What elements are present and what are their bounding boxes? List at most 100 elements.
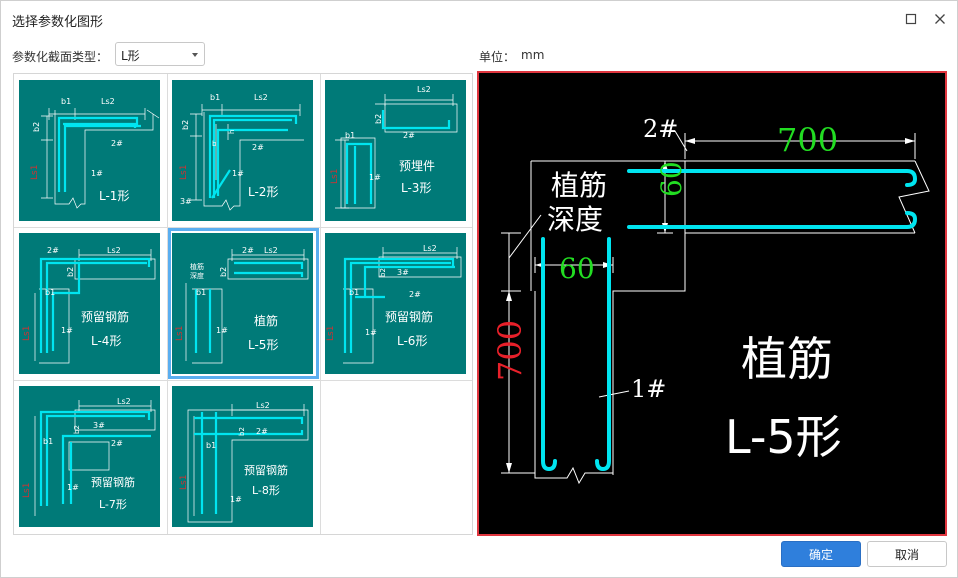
shape-thumbnail: b1 Ls2 b2 Ls1 2# 1# L-1形 [19,80,160,221]
preview-depth-label-line2: 深度 [547,203,603,236]
shape-item-l-2[interactable]: b1 Ls2 b2 Ls1 h b 2# 1# 3# L-2形 [167,74,320,227]
label-b1: b1 [61,97,71,106]
preview-dim-top: 700 [777,121,838,159]
label-b2: b2 [219,267,228,277]
shape-name: L-3形 [401,181,431,195]
label-bar3: 3# [397,268,409,277]
section-type-label: 参数化截面类型： [12,50,109,64]
label-ls2: Ls2 [417,85,431,94]
label-bar1: 1# [67,483,79,492]
label-b1: b1 [45,288,55,297]
label-ls1: Ls1 [179,165,189,180]
unit-label: 单位： [479,50,516,64]
label-b1: b1 [196,288,206,297]
label-bar1: 1# [91,169,103,178]
shape-name: L-5形 [248,338,278,352]
label-ls2: Ls2 [264,246,278,255]
maximize-icon [905,13,917,25]
preview-bar2-label: 2# [643,115,678,143]
shape-subtitle: 预留钢筋 [385,309,433,324]
shape-thumbnail: Ls2 b2 3# 2# b1 Ls1 1# 预留钢筋 L-6形 [325,233,466,374]
unit-value: mm [521,48,545,62]
preview-title-line2: L-5形 [725,410,842,464]
maximize-button[interactable] [901,9,921,29]
label-b1: b1 [43,437,53,446]
close-button[interactable] [930,9,950,29]
label-b1: b1 [210,93,220,102]
shape-item-l-4[interactable]: 2# Ls2 b2 b1 Ls1 1# 预留钢筋 L-4形 [14,227,167,380]
shape-subtitle: 预埋件 [399,159,435,173]
label-bar2: 2# [111,139,123,148]
ok-button[interactable]: 确定 [781,541,861,567]
preview-depth-label-line1: 植筋 [551,169,607,202]
title-bar: 选择参数化图形 [1,1,957,37]
label-bar1: 1# [216,326,228,335]
label-bar2: 2# [111,439,123,448]
label-h: h [228,130,236,134]
label-ls2: Ls2 [107,246,121,255]
label-b2: b2 [32,122,41,132]
label-bar2: 2# [47,246,59,255]
grid-divider [320,74,321,534]
shape-name: L-4形 [91,334,121,348]
depth-label-line2: 深度 [190,271,204,280]
shape-subtitle: 预留钢筋 [244,463,288,477]
label-bar2: 2# [252,143,264,152]
depth-label-line1: 植筋 [190,262,204,271]
label-ls2: Ls2 [101,97,115,106]
label-bar1: 1# [61,326,73,335]
shape-item-l-7[interactable]: Ls2 b2 3# 2# b1 Ls1 1# 预留钢筋 L-7形 [14,380,167,533]
grid-divider [167,74,168,534]
section-type-value: L形 [121,49,140,63]
label-bar1: 1# [230,495,242,504]
shape-subtitle: 预留钢筋 [91,475,135,489]
label-b2: b2 [374,114,383,124]
shape-name: L-1形 [99,189,129,203]
label-b: b [212,140,217,148]
shape-thumbnail: 2# Ls2 植筋 深度 b2 b1 Ls1 1# 植筋 L-5形 [172,233,313,374]
label-ls1: Ls1 [326,326,336,341]
label-bar1: 1# [365,328,377,337]
shape-item-l-6[interactable]: Ls2 b2 3# 2# b1 Ls1 1# 预留钢筋 L-6形 [320,227,473,380]
label-b1: b1 [345,131,355,140]
label-bar2: 2# [256,427,268,436]
label-bar2: 2# [409,290,421,299]
label-ls2: Ls2 [117,397,131,406]
shape-item-l-8[interactable]: Ls2 b2 2# b1 Ls1 1# 预留钢筋 L-8形 [167,380,320,533]
shape-thumbnail: Ls2 b2 2# b1 Ls1 1# 预留钢筋 L-8形 [172,386,313,527]
shape-item-l-3[interactable]: Ls2 b2 b1 Ls1 2# 1# 预埋件 L-3形 [320,74,473,227]
label-bar3: 3# [93,421,105,430]
preview-dim-left: 700 [491,320,529,381]
preview-bar1-label: 1# [631,375,666,403]
shape-thumbnail: 2# Ls2 b2 b1 Ls1 1# 预留钢筋 L-4形 [19,233,160,374]
shape-thumbnail: Ls2 b2 3# 2# b1 Ls1 1# 预留钢筋 L-7形 [19,386,160,527]
label-ls2: Ls2 [256,401,270,410]
shape-name: L-6形 [397,334,427,348]
shape-subtitle: 植筋 [254,313,278,328]
close-icon [935,14,945,24]
label-bar1: 1# [232,169,244,178]
label-ls1: Ls1 [22,326,32,341]
label-ls1: Ls1 [175,326,185,341]
label-ls2: Ls2 [423,244,437,253]
dialog-title: 选择参数化图形 [12,15,104,30]
shape-name: L-7形 [99,498,127,511]
preview-dim-depth-v: 60 [655,161,688,197]
shape-item-l-5[interactable]: 2# Ls2 植筋 深度 b2 b1 Ls1 1# 植筋 L-5形 [167,227,320,380]
shape-gallery: b1 Ls2 b2 Ls1 2# 1# L-1形 [13,73,473,535]
label-bar2: 2# [242,246,254,255]
preview-dim-depth-h: 60 [559,252,595,285]
label-b2: b2 [379,268,387,277]
section-type-select[interactable]: L形 [115,42,205,66]
shape-item-l-1[interactable]: b1 Ls2 b2 Ls1 2# 1# L-1形 [14,74,167,227]
cancel-button[interactable]: 取消 [867,541,947,567]
label-b1: b1 [206,441,216,450]
label-ls2: Ls2 [254,93,268,102]
shape-name: L-2形 [248,185,278,199]
label-b2: b2 [73,425,81,434]
label-b2: b2 [181,120,190,130]
grid-divider [14,227,472,228]
label-bar2: 2# [403,131,415,140]
label-b2: b2 [66,267,75,277]
label-ls1: Ls1 [179,475,189,490]
